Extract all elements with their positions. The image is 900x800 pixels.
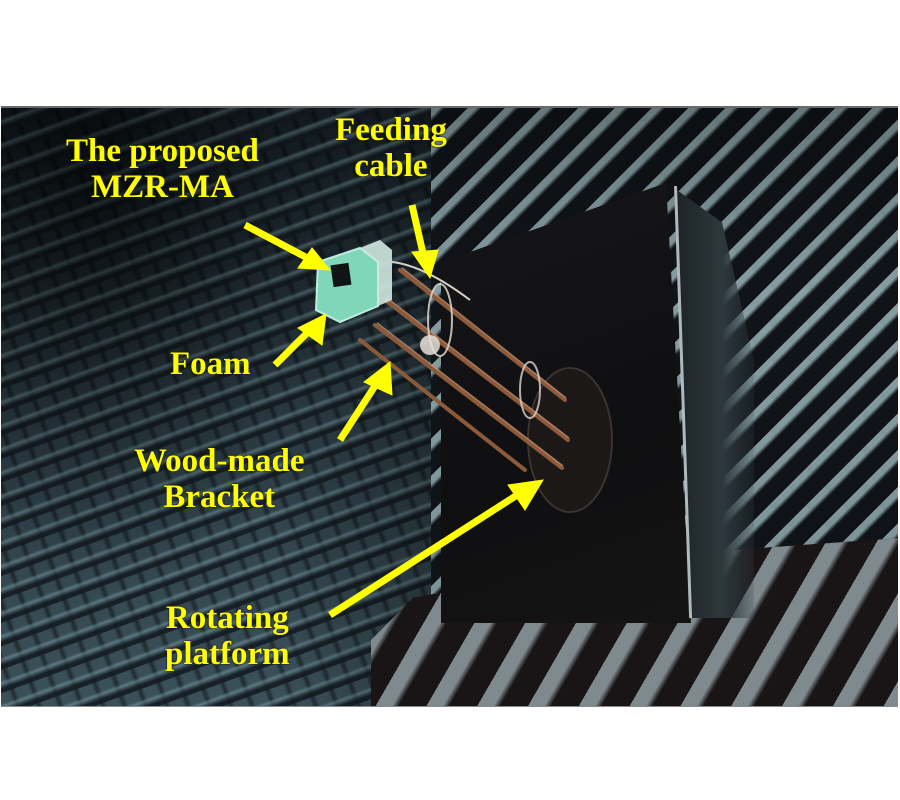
arrow-platform xyxy=(328,487,527,618)
feeding-cable xyxy=(391,261,471,301)
label-platform-line2: platform xyxy=(165,636,290,672)
string-tie xyxy=(519,361,541,419)
label-bracket: Wood-made Bracket xyxy=(134,443,305,515)
string-knot xyxy=(420,335,440,355)
mzr-ma-antenna xyxy=(330,262,352,288)
label-antenna-line1: The proposed xyxy=(66,133,259,169)
label-cable-line1: Feeding xyxy=(335,112,447,148)
label-platform-line1: Rotating xyxy=(165,600,289,636)
label-antenna-line2: MZR-MA xyxy=(90,169,234,205)
label-rotating-platform: Rotating platform xyxy=(165,600,290,672)
string-tie xyxy=(427,283,453,357)
wood-bracket xyxy=(358,268,570,472)
arrows xyxy=(243,204,544,618)
left-wall-shading xyxy=(1,108,461,706)
label-bracket-line2: Bracket xyxy=(163,479,276,515)
chamber-photo xyxy=(1,106,898,707)
label-cable-line2: cable xyxy=(354,148,428,184)
label-foam-line1: Foam xyxy=(170,346,251,382)
label-bracket-line1: Wood-made xyxy=(134,443,305,479)
label-antenna: The proposed MZR-MA xyxy=(66,133,259,205)
label-feeding-cable: Feeding cable xyxy=(335,112,447,184)
label-foam: Foam xyxy=(170,346,251,382)
arrow-antenna xyxy=(243,221,317,266)
